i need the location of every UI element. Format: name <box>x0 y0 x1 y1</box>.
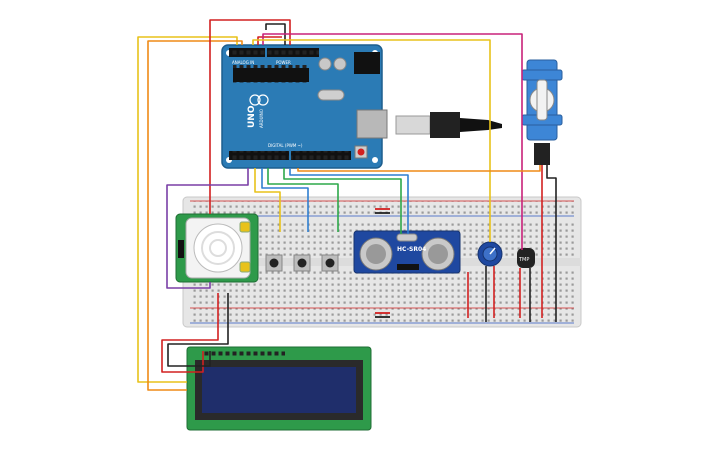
analog-label: ANALOG IN <box>232 60 254 65</box>
wire-black-lcd <box>167 322 229 367</box>
wire-red-lcd <box>161 318 219 373</box>
wire-yellow-lcd <box>137 36 238 383</box>
wires <box>137 19 557 391</box>
wire-yellow-button <box>254 168 281 232</box>
push-buttons <box>265 254 339 272</box>
wire-green-button <box>267 168 339 232</box>
wire-black-servo <box>546 165 557 214</box>
wire-blue-button <box>261 168 309 232</box>
temperature-sensor-label: TMP <box>518 257 529 263</box>
arduino-brand-text: ARDUINO <box>259 109 264 128</box>
ultrasonic-sensor-hc-sr04: HC-SR04 <box>353 230 461 274</box>
push-button-2 <box>293 254 311 272</box>
lcd-screen <box>202 367 356 413</box>
top-power-rail <box>190 201 574 215</box>
push-button-1 <box>265 254 283 272</box>
servo-motor <box>521 59 563 165</box>
wire-red-5v <box>209 19 291 214</box>
crystal-oscillator <box>317 89 345 101</box>
power-label: POWER <box>276 60 291 65</box>
wire-yellow-pot <box>252 39 491 242</box>
arduino-uno-board: ANALOG IN POWER DIGITAL (PWM ~) UNO ARDU… <box>221 44 388 169</box>
bottom-power-rail <box>190 308 574 322</box>
atmega-chip <box>233 68 309 82</box>
wire-green-ultrasonic <box>283 168 402 234</box>
wire-purple-pir <box>166 168 249 289</box>
usb-port <box>356 109 388 139</box>
lcd-header-pins <box>203 351 285 358</box>
capacitor-2 <box>333 57 347 71</box>
wire-orange-lcd <box>147 40 243 391</box>
digital-label: DIGITAL (PWM ~) <box>268 143 303 148</box>
push-button-3 <box>321 254 339 272</box>
infinity-logo-icon <box>249 94 261 106</box>
pir-motion-sensor <box>175 213 259 283</box>
potentiometer <box>477 241 503 267</box>
ultrasonic-label: HC-SR04 <box>397 246 426 253</box>
lcd-display-16x2 <box>186 346 372 431</box>
capacitor-1 <box>318 57 332 71</box>
wire-red-top <box>257 36 282 45</box>
uno-logo-text: UNO <box>247 105 257 128</box>
power-jack <box>354 52 380 74</box>
wire-orange-servo <box>297 165 541 172</box>
servo-connector <box>534 143 550 165</box>
temperature-sensor: TMP <box>517 248 535 268</box>
usb-cable <box>395 112 502 138</box>
wire-blue-ultrasonic <box>289 168 409 234</box>
